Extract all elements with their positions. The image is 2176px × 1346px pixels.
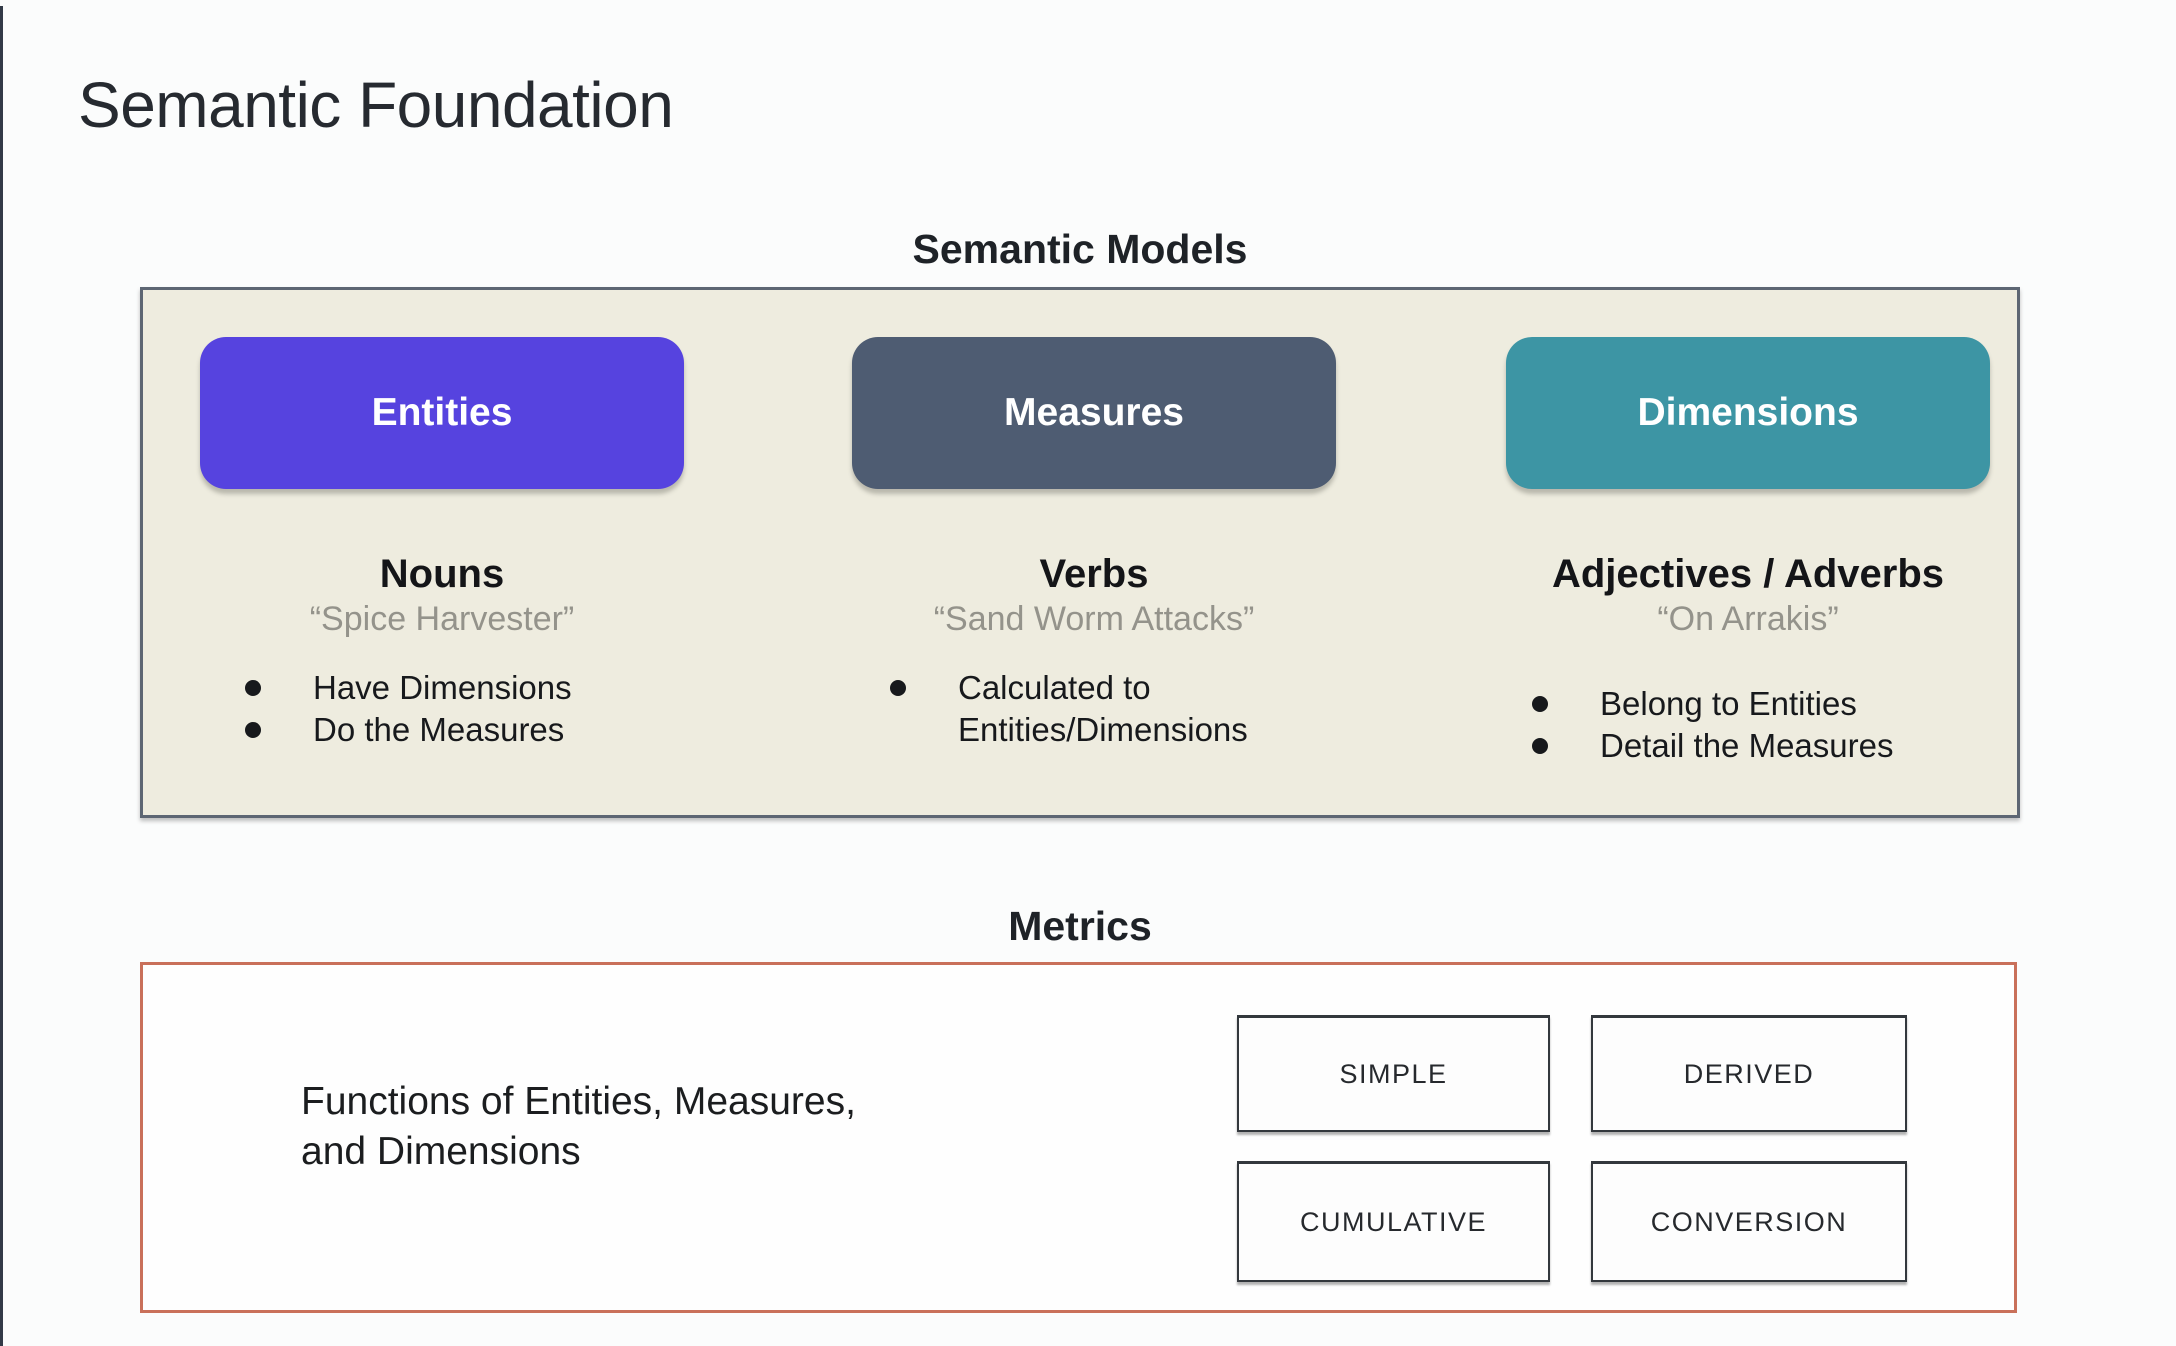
entities-bullet-list: Have Dimensions Do the Measures <box>243 667 684 751</box>
window-left-edge <box>0 6 3 1346</box>
bullet-item: Detail the Measures <box>1530 725 1960 767</box>
bullet-item: Calculated to Entities/Dimensions <box>888 667 1248 751</box>
entities-pill: Entities <box>200 337 684 489</box>
metric-type-conversion: CONVERSION <box>1591 1161 1907 1282</box>
metrics-description-line2: and Dimensions <box>301 1130 581 1173</box>
dimensions-example-quote: “On Arrakis” <box>1657 600 1839 638</box>
semantic-models-heading: Semantic Models <box>912 226 1248 272</box>
bullet-item: Do the Measures <box>243 709 673 751</box>
semantic-models-panel: Entities Nouns “Spice Harvester” Have Di… <box>140 287 2020 818</box>
entities-example-quote: “Spice Harvester” <box>309 600 575 638</box>
measures-example-quote: “Sand Worm Attacks” <box>933 600 1255 638</box>
dimensions-pill: Dimensions <box>1506 337 1990 489</box>
entities-role-label: Nouns <box>379 552 505 596</box>
metric-type-derived: DERIVED <box>1591 1015 1907 1132</box>
dimensions-bullet-list: Belong to Entities Detail the Measures <box>1530 683 1990 767</box>
measures-bullet-list: Calculated to Entities/Dimensions <box>888 667 1336 751</box>
slide-title: Semantic Foundation <box>78 69 674 141</box>
metric-type-cumulative: CUMULATIVE <box>1237 1161 1550 1282</box>
dimensions-role-label: Adjectives / Adverbs <box>1551 552 1944 596</box>
bullet-item: Belong to Entities <box>1530 683 1960 725</box>
measures-pill: Measures <box>852 337 1336 489</box>
metrics-panel: Functions of Entities, Measures, and Dim… <box>140 962 2017 1313</box>
metric-type-simple: SIMPLE <box>1237 1015 1550 1132</box>
dimensions-column: Dimensions Adjectives / Adverbs “On Arra… <box>1506 337 1990 767</box>
metrics-description-line1: Functions of Entities, Measures, <box>301 1080 856 1123</box>
metrics-description: Functions of Entities, Measures, and Dim… <box>301 1077 856 1177</box>
entities-column: Entities Nouns “Spice Harvester” Have Di… <box>200 337 684 751</box>
bullet-item: Have Dimensions <box>243 667 673 709</box>
metrics-heading: Metrics <box>1008 903 1152 949</box>
measures-role-label: Verbs <box>1039 552 1149 596</box>
measures-column: Measures Verbs “Sand Worm Attacks” Calcu… <box>852 337 1336 751</box>
